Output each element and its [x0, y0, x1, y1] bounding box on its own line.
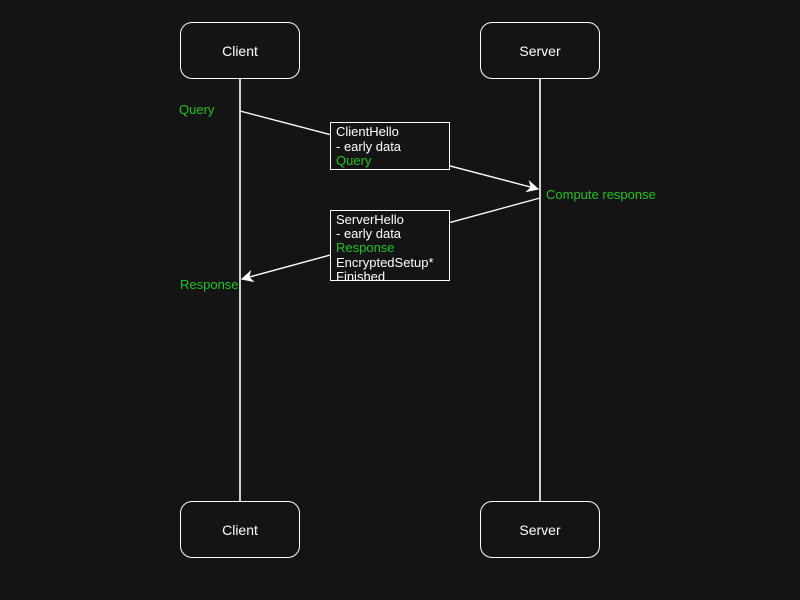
label-response: Response: [180, 277, 239, 292]
actor-server-bottom-label: Server: [519, 521, 561, 538]
label-compute-response: Compute response: [546, 187, 656, 202]
actor-client-top-label: Client: [222, 42, 258, 59]
note-line-response: Response: [336, 240, 395, 256]
note-line-early-data: - early data: [336, 138, 402, 154]
label-query: Query: [179, 102, 215, 117]
note-line-finished: Finished: [336, 268, 386, 284]
note-line-query: Query: [336, 153, 372, 169]
note-line-clienthello: ClientHello: [336, 124, 399, 139]
note-line-encryptedsetup: EncryptedSetup*: [336, 254, 434, 270]
actor-server-top-label: Server: [519, 42, 561, 59]
actor-server-bottom: Server: [480, 501, 600, 558]
note-client-hello: ClientHello - early data Query: [330, 122, 450, 170]
note-server-hello: ServerHello - early data Response Encryp…: [330, 210, 450, 284]
note-line-early-data2: - early data: [336, 226, 402, 242]
actor-server-top: Server: [480, 22, 600, 79]
actor-client-bottom-label: Client: [222, 521, 258, 538]
note-line-serverhello: ServerHello: [336, 212, 404, 227]
actor-client-top: Client: [180, 22, 300, 79]
actor-client-bottom: Client: [180, 501, 300, 558]
